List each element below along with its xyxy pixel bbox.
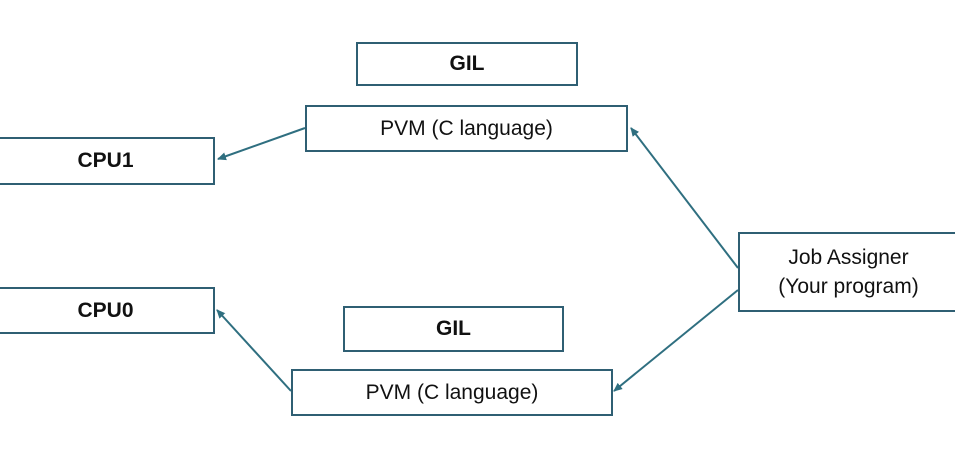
cpu0-box: CPU0 [0,287,215,334]
arrow-pvm-bottom-to-cpu0 [216,309,292,392]
cpu0-label: CPU0 [77,298,134,322]
job-assigner-text: Job Assigner (Your program) [778,243,918,302]
cpu1-box: CPU1 [0,137,215,185]
pvm-bottom-label: PVM (C language) [365,380,539,404]
pvm-top-box: PVM (C language) [305,105,628,152]
pvm-top-label: PVM (C language) [380,116,553,140]
gil-bottom-box: GIL [343,306,564,352]
cpu1-label: CPU1 [77,149,134,172]
job-assigner-box: Job Assigner (Your program) [738,232,955,312]
job-assigner-title: Job Assigner [788,245,909,269]
gil-top-box: GIL [356,42,578,86]
gil-top-label: GIL [449,52,485,75]
arrow-assigner-to-pvm-bottom [613,289,739,392]
job-assigner-subtitle: (Your program) [778,275,919,298]
gil-bottom-label: GIL [436,317,471,340]
arrow-pvm-top-to-cpu1 [217,127,306,161]
arrow-assigner-to-pvm-top [630,127,739,269]
pvm-bottom-box: PVM (C language) [291,369,613,416]
